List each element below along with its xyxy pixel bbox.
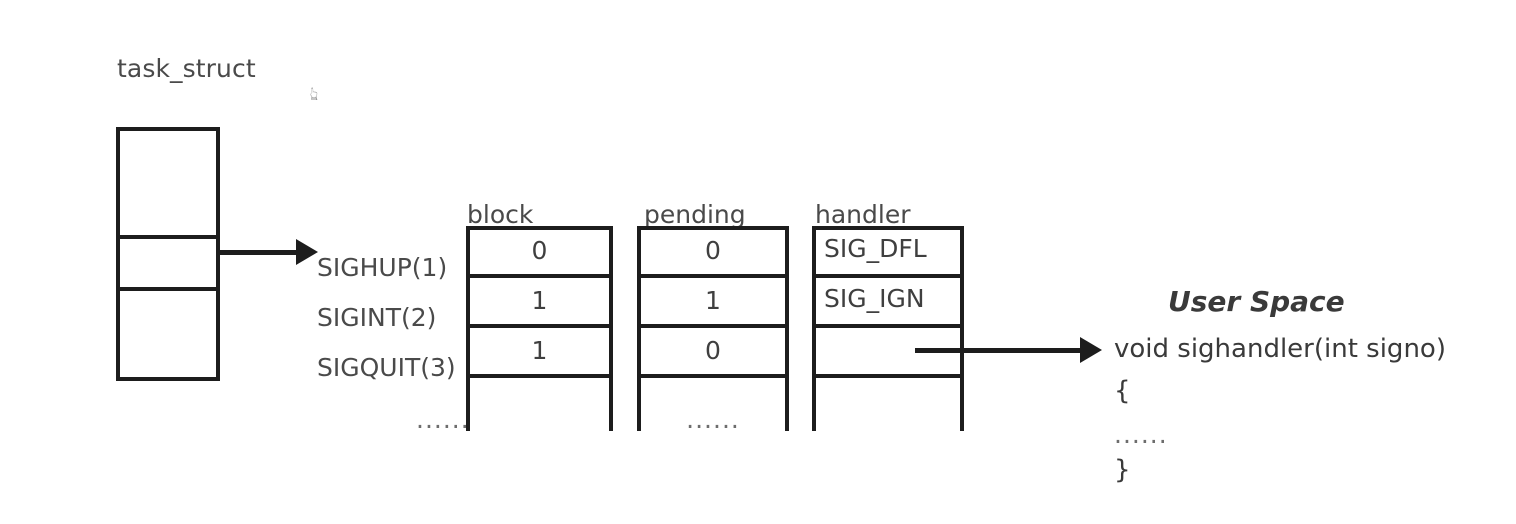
block-cell-1: 1 [531, 286, 548, 315]
handler-cell-1: SIG_IGN [824, 284, 925, 313]
task-struct-pointer-line [220, 250, 298, 255]
block-table-rule-2 [466, 324, 613, 328]
block-column-table: 0 1 1 [466, 226, 616, 431]
handler-pointer-arrowhead [1080, 337, 1102, 363]
block-cell-2: 1 [531, 336, 548, 365]
pending-table-rule-0 [637, 226, 789, 230]
task-struct-cell-2 [120, 291, 216, 377]
handler-column-table: SIG_DFL SIG_IGN [812, 226, 967, 431]
user-space-code-line-0: void sighandler(int signo) [1114, 334, 1446, 364]
task-struct-box [116, 127, 220, 381]
signal-row-label-ellipsis: ...... [416, 405, 470, 434]
block-table-rule-3 [466, 374, 613, 378]
handler-table-rule-3 [812, 374, 964, 378]
user-space-title: User Space [1168, 285, 1345, 318]
task-struct-divider-1 [116, 287, 220, 291]
block-table-rule-0 [466, 226, 613, 230]
block-table-right-rail [609, 226, 613, 431]
task-struct-title: task_struct [117, 54, 256, 83]
signal-row-label-1: SIGINT(2) [317, 303, 437, 332]
user-space-code-line-2: ...... [1114, 420, 1168, 449]
pending-cell-2: 0 [705, 336, 721, 365]
task-struct-cell-0 [120, 131, 216, 235]
handler-table-rule-0 [812, 226, 964, 230]
signal-row-label-0: SIGHUP(1) [317, 253, 448, 282]
pending-table-rule-2 [637, 324, 789, 328]
pending-cell-1: 1 [705, 286, 721, 315]
pending-cell-0: 0 [705, 236, 721, 265]
user-space-code-line-1: { [1114, 376, 1131, 406]
task-struct-divider-0 [116, 235, 220, 239]
pending-table-left-rail [637, 226, 641, 431]
block-table-rule-1 [466, 274, 613, 278]
handler-table-left-rail [812, 226, 816, 431]
pending-table-right-rail [785, 226, 789, 431]
handler-pointer-line [915, 348, 1085, 353]
pending-table-rule-3 [637, 374, 789, 378]
pending-column-ellipsis: ...... [686, 405, 740, 434]
handler-table-rule-1 [812, 274, 964, 278]
user-space-code-line-3: } [1114, 455, 1131, 485]
grab-hand-cursor: 👆︎ [310, 83, 319, 105]
column-header-handler: handler [815, 200, 911, 229]
task-struct-cell-1 [120, 239, 216, 287]
block-cell-0: 0 [531, 236, 548, 265]
task-struct-pointer-arrowhead [296, 239, 318, 265]
handler-table-right-rail [960, 226, 964, 431]
handler-table-rule-2 [812, 324, 964, 328]
block-table-left-rail [466, 226, 470, 431]
pending-table-rule-1 [637, 274, 789, 278]
signal-row-label-2: SIGQUIT(3) [317, 353, 456, 382]
handler-cell-0: SIG_DFL [824, 234, 927, 263]
column-header-block: block [467, 200, 534, 229]
pending-column-table: 0 1 0 ...... [637, 226, 792, 434]
column-header-pending: pending [644, 200, 746, 229]
